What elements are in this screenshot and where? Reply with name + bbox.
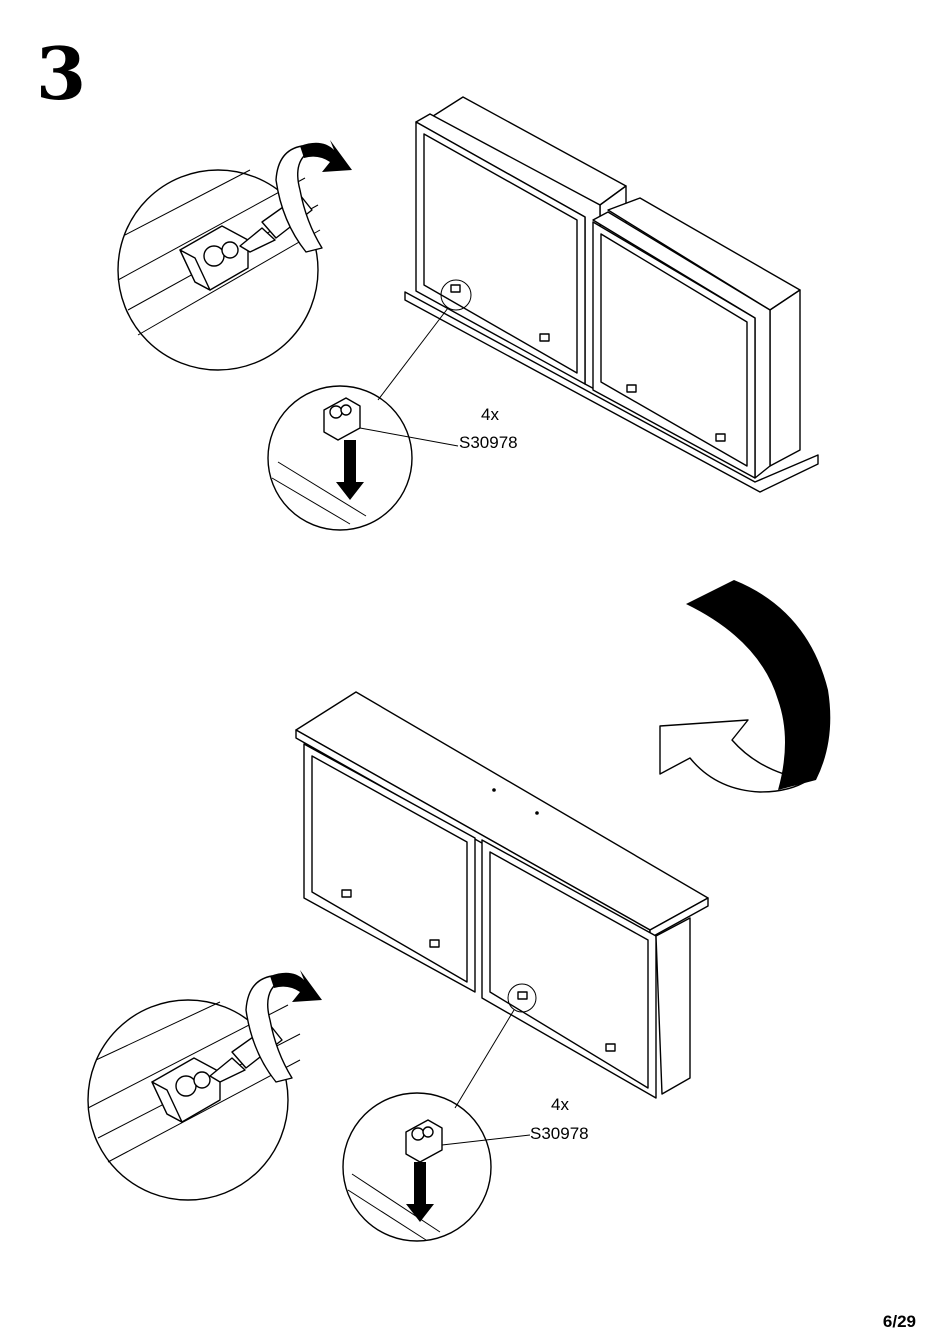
bottom-quantity-label: 4x	[551, 1096, 569, 1113]
bottom-screw-detail	[88, 970, 322, 1200]
flip-arrow-icon	[660, 580, 830, 792]
top-cabinet-assembly	[378, 97, 818, 492]
top-quantity-label: 4x	[481, 406, 499, 423]
top-part-code-label: S30978	[459, 434, 518, 451]
bottom-cabinet-assembly	[296, 692, 708, 1108]
bottom-bracket-detail	[343, 1093, 530, 1241]
top-screw-detail	[118, 140, 352, 370]
top-bracket-detail	[268, 386, 458, 530]
down-arrow-icon	[336, 440, 364, 500]
rotation-arrow-icon	[246, 970, 322, 1082]
bottom-part-code-label: S30978	[530, 1125, 589, 1142]
page-number: 6/29	[883, 1312, 916, 1332]
down-arrow-icon	[406, 1162, 434, 1222]
rotation-arrow-icon	[276, 140, 352, 252]
